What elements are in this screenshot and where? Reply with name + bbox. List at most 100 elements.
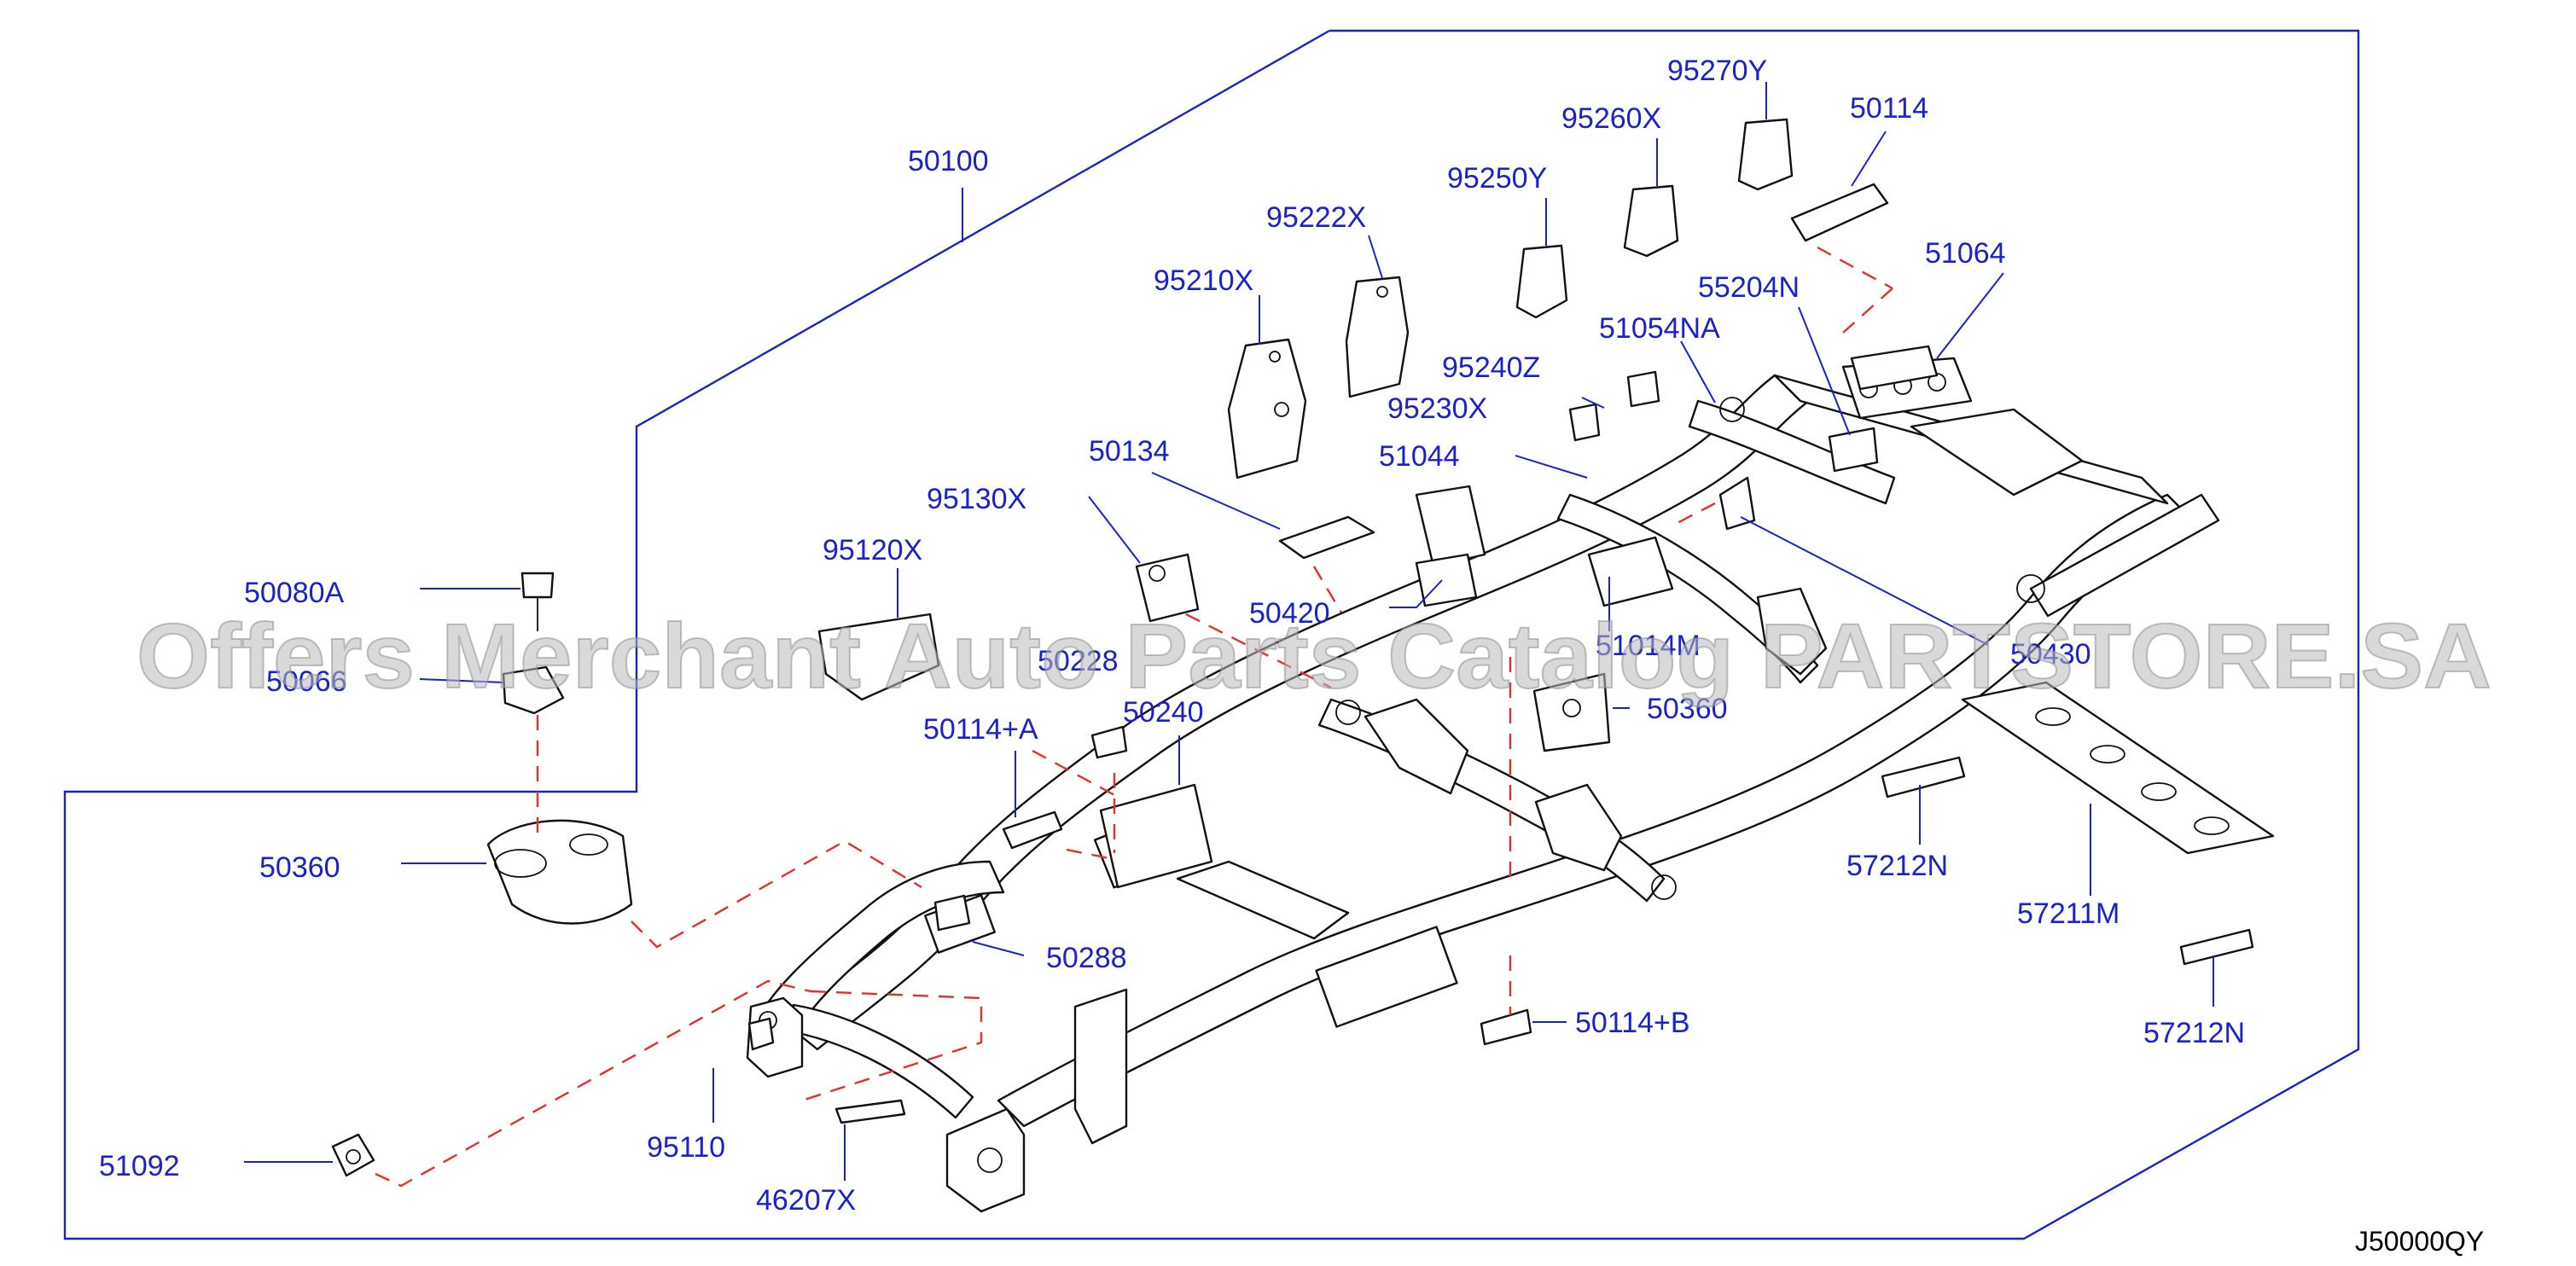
label-57212n-upper[interactable]: 57212N xyxy=(1846,850,1948,882)
label-55204n[interactable]: 55204N xyxy=(1698,271,1800,304)
label-95250y[interactable]: 95250Y xyxy=(1447,162,1547,195)
label-50430[interactable]: 50430 xyxy=(2010,638,2091,671)
part-51064 xyxy=(1850,345,1939,391)
label-95210x[interactable]: 95210X xyxy=(1154,264,1253,297)
part-95130x-hole xyxy=(1148,565,1166,582)
label-51014m[interactable]: 51014M xyxy=(1596,630,1701,662)
part-51054na xyxy=(1626,370,1660,408)
label-95230x[interactable]: 95230X xyxy=(1387,392,1487,425)
frame-bracket-b xyxy=(1315,926,1458,1028)
part-50114a xyxy=(1002,810,1063,850)
part-95130x xyxy=(1135,553,1200,623)
label-50114[interactable]: 50114 xyxy=(1850,92,1928,125)
label-50228[interactable]: 50228 xyxy=(1038,645,1119,677)
rear-crossmember-1 xyxy=(1688,399,1896,505)
label-50288[interactable]: 50288 xyxy=(1046,942,1127,974)
part-50134 xyxy=(1278,515,1375,560)
part-57212n-upper xyxy=(1881,756,1966,799)
leader-55204n xyxy=(1798,306,1851,436)
label-50134[interactable]: 50134 xyxy=(1089,435,1170,467)
label-95130x[interactable]: 95130X xyxy=(927,483,1026,515)
label-50080a[interactable]: 50080A xyxy=(244,577,345,609)
front-right-horn xyxy=(945,1107,1026,1213)
leader-50114 xyxy=(1851,131,1887,187)
watermark-text: Offers Merchant Auto Parts Catalog PARTS… xyxy=(137,604,2492,707)
label-95270y[interactable]: 95270Y xyxy=(1667,55,1767,87)
label-95110[interactable]: 95110 xyxy=(647,1131,725,1164)
label-50360-left[interactable]: 50360 xyxy=(259,851,340,884)
part-95270y xyxy=(1737,118,1794,191)
part-57212n-lower xyxy=(2179,928,2254,966)
part-95120x xyxy=(817,613,940,701)
front-rail-section xyxy=(749,860,1005,1051)
part-50430 xyxy=(1718,476,1756,531)
label-95222x[interactable]: 95222X xyxy=(1266,201,1366,234)
part-95210x-hole xyxy=(1269,351,1281,363)
part-50080a xyxy=(520,572,555,599)
leader-95240z xyxy=(1581,397,1605,409)
label-50066[interactable]: 50066 xyxy=(266,665,347,698)
part-51092-hole xyxy=(346,1149,361,1164)
loose-parts xyxy=(331,118,2275,1177)
center-tube-end-3 xyxy=(1651,874,1677,900)
part-57211m-hole-2 xyxy=(2090,745,2125,764)
part-50114b xyxy=(1480,1008,1532,1046)
rear-suspension-bracket-2 xyxy=(1534,783,1623,872)
front-crossmember xyxy=(783,1003,974,1119)
part-50288 xyxy=(933,894,971,932)
leader-50288 xyxy=(972,941,1025,956)
part-50360-right-hole xyxy=(1562,699,1581,717)
leader-51064 xyxy=(1936,272,2004,359)
leader-51044 xyxy=(1515,455,1588,479)
label-95120x[interactable]: 95120X xyxy=(823,534,922,566)
part-50360-left-ring xyxy=(494,849,547,878)
label-51064[interactable]: 51064 xyxy=(1925,237,2006,270)
part-50066 xyxy=(502,665,565,715)
part-50360-right xyxy=(1532,672,1611,752)
label-95240z[interactable]: 95240Z xyxy=(1442,351,1540,384)
center-tube-end-4 xyxy=(1335,700,1361,725)
label-51054na[interactable]: 51054NA xyxy=(1599,312,1720,345)
group-boundary xyxy=(63,29,2360,1240)
dash-51064-to-frame xyxy=(1842,287,1893,334)
diagram-code: J50000QY xyxy=(2355,1226,2484,1257)
leader-50420 xyxy=(1389,579,1443,608)
label-51092[interactable]: 51092 xyxy=(99,1150,180,1182)
label-57211m[interactable]: 57211M xyxy=(2017,897,2120,930)
part-50360-left xyxy=(486,819,633,925)
part-55204n xyxy=(1828,427,1879,473)
part-50420 xyxy=(1415,553,1478,607)
part-57211m xyxy=(1961,681,2275,855)
part-46207x xyxy=(834,1099,906,1124)
part-51092 xyxy=(331,1133,375,1177)
part-95240z xyxy=(1568,403,1601,442)
label-46207x[interactable]: 46207X xyxy=(756,1184,856,1217)
part-50114 xyxy=(1790,183,1889,242)
rear-end-crossmember xyxy=(2029,493,2220,618)
part-50240 xyxy=(1099,783,1213,889)
leader-51054na xyxy=(1680,340,1716,404)
leader-95130x xyxy=(1088,496,1141,564)
part-57211m-hole-3 xyxy=(2141,782,2177,801)
label-51044[interactable]: 51044 xyxy=(1379,440,1460,473)
label-50100[interactable]: 50100 xyxy=(908,145,989,177)
label-50114a[interactable]: 50114+A xyxy=(923,713,1038,746)
label-57212n-lower[interactable]: 57212N xyxy=(2143,1017,2245,1049)
label-95260x[interactable]: 95260X xyxy=(1561,102,1661,135)
label-50420[interactable]: 50420 xyxy=(1249,597,1330,630)
dash-50420-to-frame xyxy=(1312,566,1343,613)
front-box-crossmember xyxy=(1176,860,1350,940)
part-labels: 50100 95270Y 50114 95260X 95250Y 95222X … xyxy=(99,55,2245,1217)
center-tube-end-1 xyxy=(1719,397,1745,422)
leader-50430 xyxy=(1740,516,1989,646)
front-suspension-tower xyxy=(1073,988,1128,1145)
leader-95222x xyxy=(1368,235,1383,279)
label-50240[interactable]: 50240 xyxy=(1123,696,1204,729)
center-tube-end-2 xyxy=(2016,574,2045,603)
label-50360-right[interactable]: 50360 xyxy=(1647,693,1728,725)
label-50114b[interactable]: 50114+B xyxy=(1575,1007,1690,1039)
part-95110 xyxy=(747,1017,775,1051)
part-57211m-hole-1 xyxy=(2035,707,2071,726)
dash-50114a-to-frame xyxy=(1032,749,1119,799)
leader-50066 xyxy=(419,678,504,683)
